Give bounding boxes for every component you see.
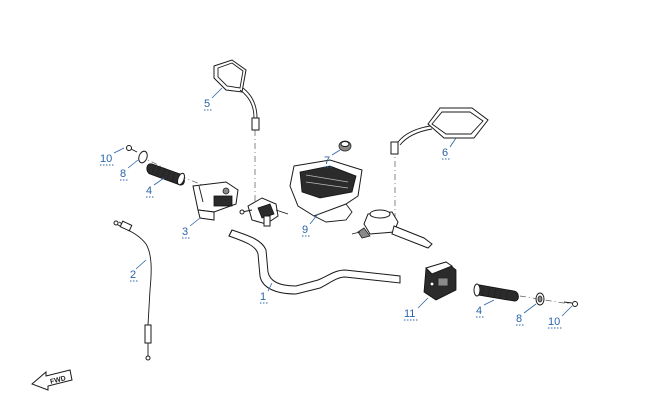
callout-4-right-label[interactable]: 4 [476,305,482,317]
callout-7[interactable]: 7 [324,155,332,168]
left-bar-end-bolt[interactable] [126,145,138,153]
left-bar-end-washer[interactable] [137,150,149,164]
throttle-cable[interactable] [113,220,152,361]
reservoir-cap[interactable] [338,140,352,152]
callout-4-right[interactable]: 4 [476,305,484,318]
callout-1-label[interactable]: 1 [260,291,266,303]
left-mirror[interactable] [213,59,260,131]
callout-9[interactable]: 9 [302,224,310,237]
callout-leaders [113,87,573,317]
callout-11[interactable]: 11 [404,308,418,321]
fwd-label: FWD [50,375,67,386]
brake-master-cylinder[interactable] [351,209,433,249]
callout-8-right[interactable]: 8 [516,313,524,326]
callout-10-left-label[interactable]: 10 [100,153,112,165]
callout-10-right-label[interactable]: 10 [548,316,560,328]
forward-arrow: FWD [31,369,73,391]
right-grip[interactable] [473,283,519,302]
handlebar-cover[interactable] [289,159,363,223]
left-lever-assembly[interactable] [239,197,289,227]
right-bar-end-bolt[interactable] [563,301,578,307]
callout-10-right[interactable]: 10 [548,316,562,329]
left-switch-housing[interactable] [192,181,239,221]
callout-6[interactable]: 6 [442,147,450,160]
callout-8-right-label[interactable]: 8 [516,313,522,325]
callout-1[interactable]: 1 [260,291,268,304]
callout-8-left-label[interactable]: 8 [120,168,126,180]
right-bar-end-washer[interactable] [535,292,545,306]
callout-3-label[interactable]: 3 [182,226,188,238]
right-mirror[interactable] [390,107,489,155]
right-switch-housing[interactable] [423,261,457,301]
callout-3[interactable]: 3 [182,226,190,239]
callout-8-left[interactable]: 8 [120,168,128,181]
callout-5[interactable]: 5 [204,98,212,111]
callout-11-label[interactable]: 11 [404,308,415,320]
callout-2[interactable]: 2 [130,269,138,282]
callout-4-left[interactable]: 4 [146,185,154,198]
callout-4-left-label[interactable]: 4 [146,185,152,197]
callout-5-label[interactable]: 5 [204,98,210,110]
left-grip[interactable] [146,163,186,186]
callout-10-left[interactable]: 10 [100,153,114,166]
callout-9-label[interactable]: 9 [302,224,308,236]
callout-2-label[interactable]: 2 [130,269,136,281]
handlebar[interactable] [228,229,401,295]
callout-7-label[interactable]: 7 [324,155,330,167]
callout-6-label[interactable]: 6 [442,147,448,159]
